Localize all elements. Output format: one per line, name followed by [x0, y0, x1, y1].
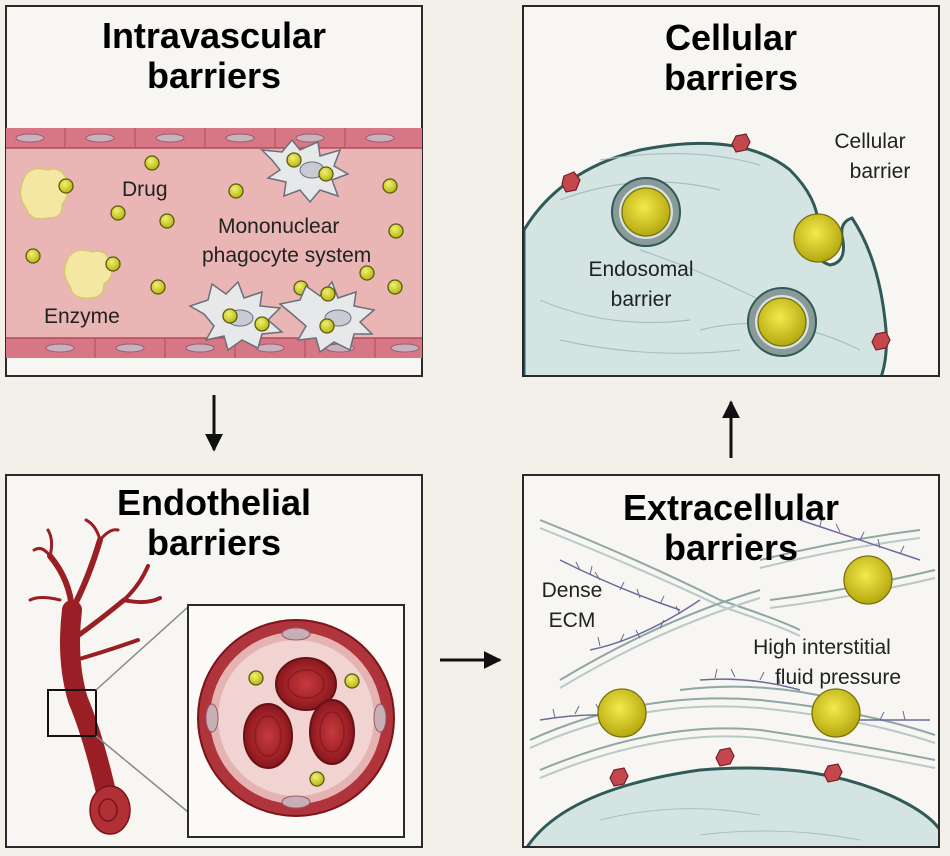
proteoglycans [539, 516, 930, 721]
cellular-barrier-label-line1: Cellular [834, 130, 905, 153]
cellular-barrier-label-line2: barrier [850, 160, 911, 183]
cell-membrane [526, 766, 938, 846]
zoom-indicator [47, 689, 97, 737]
phagocyte-cell [188, 280, 284, 352]
endosomal-barrier-label-line2: barrier [611, 288, 672, 311]
drug-label: Drug [122, 178, 168, 201]
mps-label-line2: phagocyte system [202, 244, 371, 267]
endothelial-title-line1: Endothelial [117, 482, 311, 523]
endosome [611, 177, 681, 247]
panel-endothelial: Endothelial barriers [5, 474, 423, 848]
extracellular-title-line2: barriers [664, 527, 798, 568]
intravascular-title-line2: barriers [147, 55, 281, 96]
drug-particles [25, 155, 404, 296]
endothelial-title-line2: barriers [147, 522, 281, 563]
phagocyte-cell [259, 138, 350, 204]
enzyme-icon [19, 167, 113, 299]
enzyme-label: Enzyme [44, 305, 120, 328]
dense-ecm-label-line2: ECM [549, 609, 596, 632]
panel-extracellular: Extracellular barriers Dense ECM High in… [522, 474, 940, 848]
dense-ecm-label-line1: Dense [542, 579, 603, 602]
collagen-fibers [529, 519, 936, 779]
endosomal-barrier-label-line1: Endosomal [588, 258, 693, 281]
vessel-cross-section [197, 619, 395, 817]
membrane-receptors [609, 747, 843, 787]
cellular-title-line1: Cellular [665, 17, 797, 58]
panel-cellular: Cellular barriers Cellular barrier Endos… [522, 5, 940, 377]
vessel-tree [28, 518, 162, 820]
extracellular-title-line1: Extracellular [623, 487, 839, 528]
mps-label-line1: Mononuclear [218, 215, 339, 238]
cellular-title-line2: barriers [664, 57, 798, 98]
phagocyte-cell [278, 280, 376, 354]
nanoparticles [597, 555, 893, 738]
ifp-label-line1: High interstitial [753, 636, 891, 659]
flow-arrows [205, 395, 740, 669]
panel-intravascular: Intravascular barriers [5, 5, 423, 377]
intravascular-title-line1: Intravascular [102, 15, 326, 56]
red-blood-cells [243, 657, 355, 769]
membrane-receptors [561, 133, 891, 351]
internalizing-particle [793, 213, 843, 263]
ifp-label-line2: fluid pressure [775, 666, 901, 689]
endosome [747, 287, 817, 357]
